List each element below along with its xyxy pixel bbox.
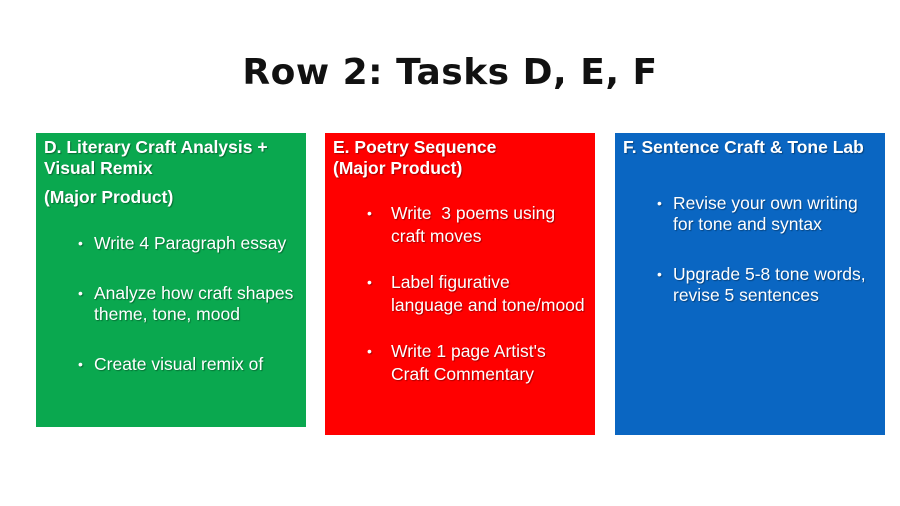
bullet-dot-icon: •: [367, 274, 372, 290]
task-e-bullet: • Label figurative language and tone/moo…: [325, 271, 595, 316]
task-d-bullet-text: Write 4 Paragraph essay: [94, 233, 287, 253]
task-card-e: E. Poetry Sequence (Major Product) • Wri…: [325, 133, 595, 435]
task-e-bullet-list: • Write 3 poems using craft moves • Labe…: [325, 202, 595, 385]
task-f-bullet-text: Upgrade 5-8 tone words, revise 5 sentenc…: [673, 264, 866, 305]
bullet-dot-icon: •: [367, 343, 372, 359]
task-d-title: D. Literary Craft Analysis + Visual Remi…: [44, 137, 268, 178]
task-e-subtitle: (Major Product): [333, 158, 463, 178]
task-e-bullet-text: Label figurative language and tone/mood: [391, 272, 585, 315]
bullet-dot-icon: •: [78, 235, 83, 251]
bullet-dot-icon: •: [657, 266, 662, 282]
task-e-bullet: • Write 1 page Artist's Craft Commentary: [325, 340, 595, 385]
task-card-d: D. Literary Craft Analysis + Visual Remi…: [36, 133, 306, 427]
bullet-dot-icon: •: [78, 356, 83, 372]
task-e-bullet: • Write 3 poems using craft moves: [325, 202, 595, 247]
task-e-bullet-text: Write 1 page Artist's Craft Commentary: [391, 341, 546, 384]
task-d-subtitle: (Major Product): [44, 187, 174, 207]
task-f-title: F. Sentence Craft & Tone Lab: [623, 137, 864, 157]
bullet-dot-icon: •: [78, 285, 83, 301]
task-d-bullet-list: • Write 4 Paragraph essay • Analyze how …: [36, 233, 306, 375]
task-d-bullet: • Write 4 Paragraph essay: [36, 233, 306, 254]
task-f-bullet: • Revise your own writing for tone and s…: [615, 193, 885, 235]
task-f-bullet-list: • Revise your own writing for tone and s…: [615, 193, 885, 306]
bullet-dot-icon: •: [657, 195, 662, 211]
task-d-bullet-text: Analyze how craft shapes theme, tone, mo…: [94, 283, 294, 324]
task-f-bullet-text: Revise your own writing for tone and syn…: [673, 193, 858, 234]
task-d-bullet: • Create visual remix of: [36, 354, 306, 375]
task-d-bullet: • Analyze how craft shapes theme, tone, …: [36, 283, 306, 325]
bullet-dot-icon: •: [367, 205, 372, 221]
task-f-bullet: • Upgrade 5-8 tone words, revise 5 sente…: [615, 264, 885, 306]
slide-title: Row 2: Tasks D, E, F: [242, 52, 658, 93]
task-card-f: F. Sentence Craft & Tone Lab • Revise yo…: [615, 133, 885, 435]
task-e-title: E. Poetry Sequence: [333, 137, 497, 157]
task-d-bullet-text: Create visual remix of: [94, 354, 264, 374]
task-e-bullet-text: Write 3 poems using craft moves: [391, 203, 560, 246]
